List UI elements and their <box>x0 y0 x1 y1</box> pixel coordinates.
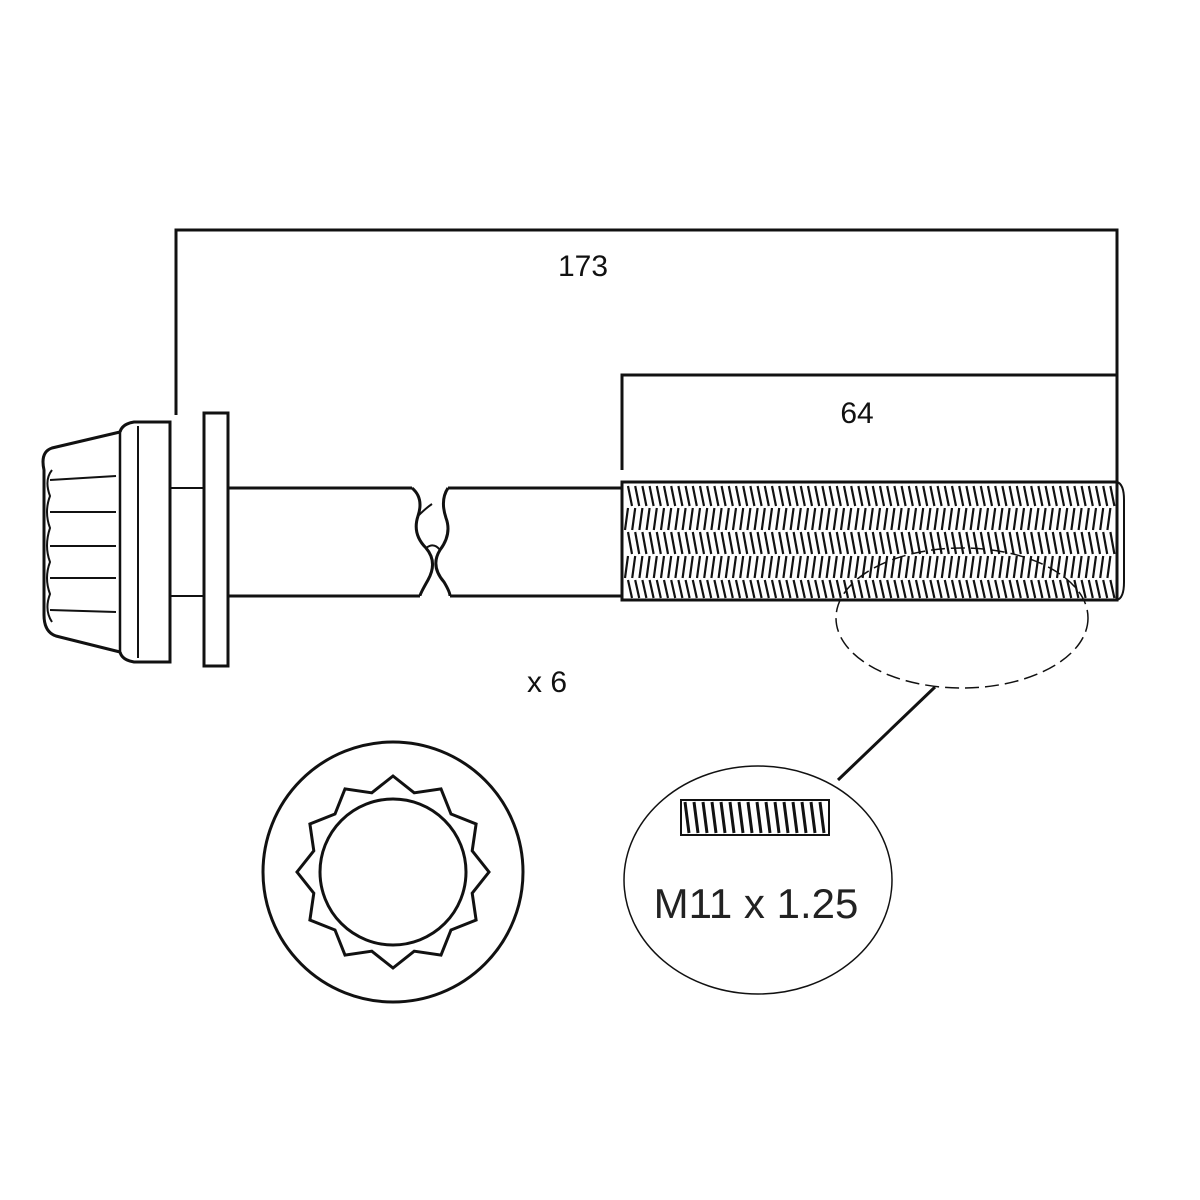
bolt-side-view <box>41 411 1125 668</box>
inner-bore-circle <box>318 797 468 947</box>
shank-break-symbol <box>410 486 452 597</box>
threaded-section <box>620 480 1125 602</box>
quantity-label: x 6 <box>527 666 567 699</box>
thread-marks <box>623 485 1116 599</box>
overall-length-dimension: 173 <box>174 228 1119 482</box>
thread-length-dimension: 64 <box>620 373 1117 470</box>
thread-detail-callout: M11 x 1.25 <box>623 547 1089 995</box>
flange-outer-circle <box>261 740 525 1004</box>
overall-length-label: 173 <box>558 250 608 283</box>
thread-spec-label: M11 x 1.25 <box>654 880 859 927</box>
detail-bubble <box>623 765 893 995</box>
detail-leader-line <box>836 685 937 782</box>
thread-length-label: 64 <box>840 397 873 430</box>
bolt-head-end-view <box>261 740 525 1004</box>
twelve-point-socket-outline <box>295 774 491 970</box>
bolt-head <box>41 430 122 654</box>
washer <box>202 411 230 668</box>
bolt-shank <box>228 486 420 598</box>
bolt-flange <box>118 420 172 664</box>
detail-marker-ellipse <box>835 547 1089 689</box>
thread-pitch-sample <box>680 799 830 836</box>
